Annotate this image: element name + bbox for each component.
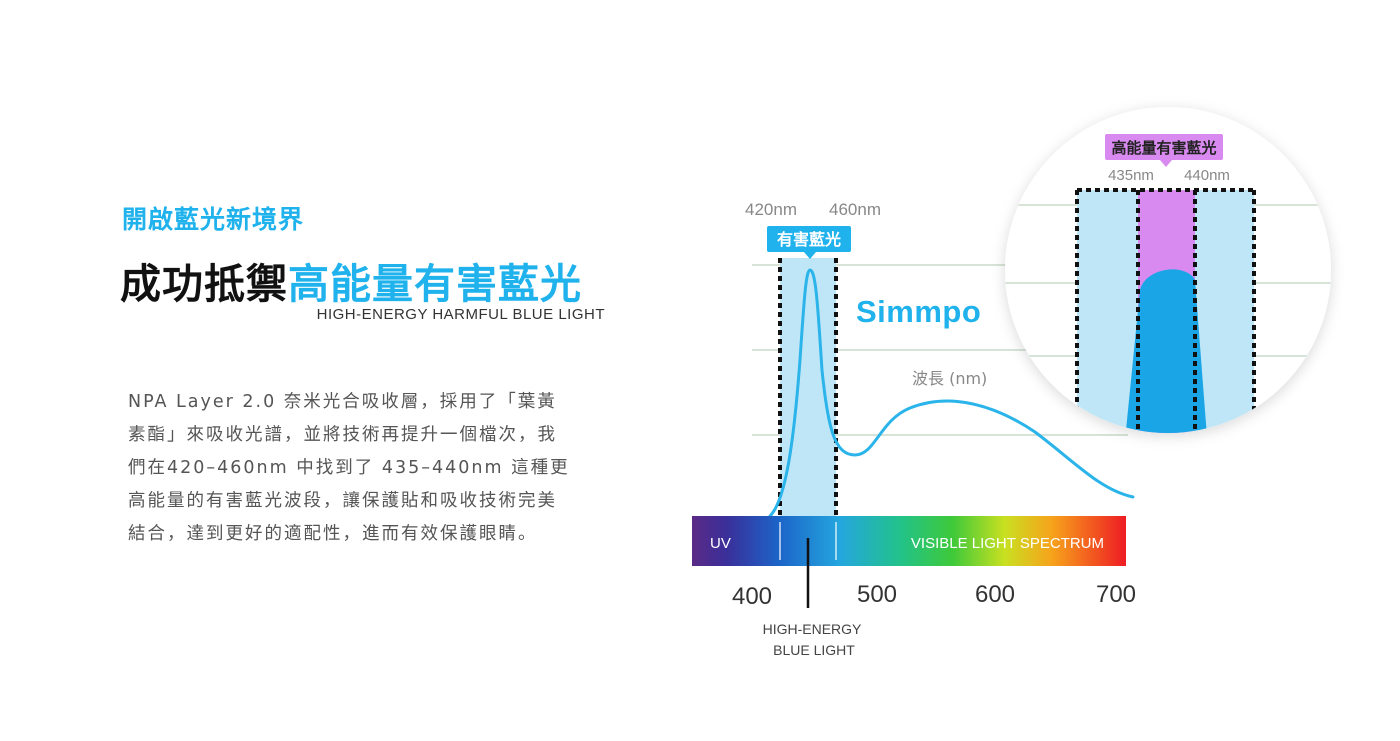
axis-tick-label: 600 (975, 581, 1015, 608)
description-line: 結合，達到更好的適配性，進而有效保護眼睛。 (128, 524, 538, 544)
range-tag: 有害藍光 (777, 230, 841, 249)
description-line: NPA Layer 2.0 奈米光合吸收層，採用了「葉黃 (128, 392, 557, 412)
zoom-left-label: 435nm (1108, 167, 1154, 184)
zoom-tag-bg (1105, 134, 1223, 160)
pointer-label-line1: HIGH-ENERGY (763, 621, 862, 637)
axis-tick-label: 400 (732, 583, 772, 610)
wavelength-axis-label: 波長 (nm) (912, 369, 987, 388)
zoom-tag: 高能量有害藍光 (1111, 139, 1216, 157)
axis-tick-label: 700 (1096, 581, 1136, 608)
description-line: 們在420–460nm 中找到了 435–440nm 這種更 (128, 458, 570, 478)
range-tag-bg (767, 226, 851, 252)
spectrum-bar (692, 516, 1126, 566)
zoom-magnifier: 高能量有害藍光 435nm 440nm (1005, 107, 1331, 433)
zoom-right-label: 440nm (1184, 167, 1230, 184)
axis-tick-label: 500 (857, 581, 897, 608)
intro-section: 開啟藍光新境界 成功抵禦高能量有害藍光 HIGH-ENERGY HARMFUL … (0, 0, 660, 741)
harmful-blue-band (780, 258, 836, 516)
spectrum-curve (768, 268, 1135, 518)
range-tag-pointer (804, 252, 816, 259)
english-subtitle: HIGH-ENERGY HARMFUL BLUE LIGHT (316, 306, 605, 323)
description-line: 素酯」來吸收光譜，並將技術再提升一個檔次，我 (128, 425, 557, 445)
description-line: 高能量的有害藍光波段，讓保護貼和吸收技術完美 (128, 491, 557, 511)
title-part-black: 成功抵禦 (120, 260, 288, 308)
brand-logo: Simmpo (856, 294, 981, 329)
range-right-label: 460nm (829, 200, 881, 219)
spectrum-uv-label: UV (710, 535, 731, 552)
pointer-label-line2: BLUE LIGHT (773, 642, 855, 658)
title-part-accent: 高能量有害藍光 (288, 260, 582, 308)
section-kicker: 開啟藍光新境界 (122, 205, 305, 234)
spectrum-visible-label: VISIBLE LIGHT SPECTRUM (911, 535, 1104, 552)
page-title: 成功抵禦高能量有害藍光 (120, 250, 582, 310)
range-left-label: 420nm (745, 200, 797, 219)
description-paragraph: NPA Layer 2.0 奈米光合吸收層，採用了「葉黃 素酯」來吸收光譜，並將… (128, 386, 618, 551)
zoom-peak-shape (1124, 269, 1208, 433)
zoom-tag-pointer (1160, 160, 1172, 167)
